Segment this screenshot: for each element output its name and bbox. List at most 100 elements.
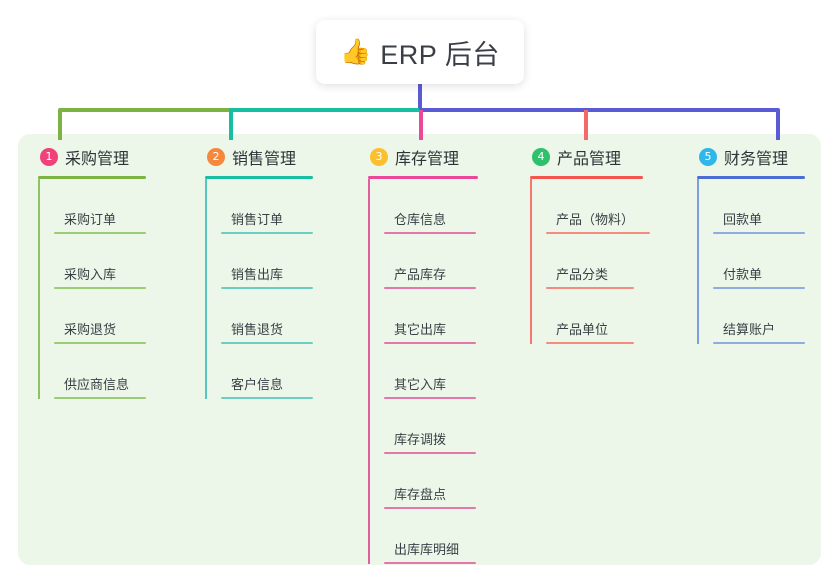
leaf-rule bbox=[221, 397, 313, 399]
branch-header-rule-5 bbox=[697, 176, 805, 179]
leaf-label: 库存盘点 bbox=[394, 487, 447, 502]
leaf-label: 销售退货 bbox=[231, 322, 284, 337]
leaf-label: 采购订单 bbox=[64, 212, 117, 227]
leaf-node[interactable]: 其它出库 bbox=[384, 289, 518, 344]
branch-column-1: 1 采购管理 采购订单 采购入库 采购退货 供应商信息 bbox=[38, 144, 188, 399]
leaf-rule bbox=[54, 397, 146, 399]
branch-number-badge-3: 3 bbox=[370, 148, 388, 166]
branch-number-badge-2: 2 bbox=[207, 148, 225, 166]
leaf-rule bbox=[221, 232, 313, 234]
leaf-label: 库存调拨 bbox=[394, 432, 447, 447]
leaf-node[interactable]: 库存调拨 bbox=[384, 399, 518, 454]
leaf-node[interactable]: 库存盘点 bbox=[384, 454, 518, 509]
branch-title-4: 产品管理 bbox=[557, 151, 622, 168]
branch-tree-4: 产品（物料） 产品分类 产品单位 bbox=[530, 179, 690, 344]
connector-stem-root bbox=[418, 84, 422, 110]
leaf-node[interactable]: 供应商信息 bbox=[54, 344, 188, 399]
leaf-rule bbox=[54, 232, 146, 234]
leaf-label: 出库库明细 bbox=[394, 542, 460, 557]
leaf-node[interactable]: 采购入库 bbox=[54, 234, 188, 289]
leaf-label: 其它出库 bbox=[394, 322, 447, 337]
branch-column-4: 4 产品管理 产品（物料） 产品分类 产品单位 bbox=[530, 144, 690, 344]
leaf-node[interactable]: 产品（物料） bbox=[546, 179, 690, 234]
leaf-node[interactable]: 产品库存 bbox=[384, 234, 518, 289]
leaf-rule bbox=[384, 507, 476, 509]
leaf-rule bbox=[546, 287, 634, 289]
branch-tree-5: 回款单 付款单 结算账户 bbox=[697, 179, 839, 344]
branch-column-3: 3 库存管理 仓库信息 产品库存 其它出库 其它入库 库存调拨 库存盘点 出 bbox=[368, 144, 518, 564]
leaf-rule bbox=[384, 232, 476, 234]
branch-column-2: 2 销售管理 销售订单 销售出库 销售退货 客户信息 bbox=[205, 144, 355, 399]
leaf-node[interactable]: 采购订单 bbox=[54, 179, 188, 234]
leaf-node[interactable]: 采购退货 bbox=[54, 289, 188, 344]
branch-header-5[interactable]: 5 财务管理 bbox=[697, 144, 839, 170]
leaf-rule bbox=[384, 562, 476, 564]
connector-drop-3 bbox=[419, 110, 423, 140]
leaf-node[interactable]: 其它入库 bbox=[384, 344, 518, 399]
connector-bus-segment-blue bbox=[419, 108, 780, 112]
branch-title-5: 财务管理 bbox=[724, 151, 789, 168]
branch-header-2[interactable]: 2 销售管理 bbox=[205, 144, 355, 170]
leaf-label: 采购退货 bbox=[64, 322, 117, 337]
leaf-label: 供应商信息 bbox=[64, 377, 130, 392]
branch-header-3[interactable]: 3 库存管理 bbox=[368, 144, 518, 170]
leaf-rule bbox=[546, 232, 650, 234]
leaf-node[interactable]: 结算账户 bbox=[713, 289, 839, 344]
leaf-label: 结算账户 bbox=[723, 322, 776, 337]
leaf-rule bbox=[384, 342, 476, 344]
branch-title-3: 库存管理 bbox=[395, 151, 460, 168]
leaf-label: 产品（物料） bbox=[556, 212, 635, 227]
leaf-label: 客户信息 bbox=[231, 377, 284, 392]
branch-header-rule-1 bbox=[38, 176, 146, 179]
branch-title-2: 销售管理 bbox=[232, 151, 297, 168]
leaf-label: 销售订单 bbox=[231, 212, 284, 227]
leaf-node[interactable]: 付款单 bbox=[713, 234, 839, 289]
leaf-rule bbox=[221, 342, 313, 344]
root-node-card[interactable]: 👍 ERP 后台 bbox=[316, 20, 524, 84]
branch-header-1[interactable]: 1 采购管理 bbox=[38, 144, 188, 170]
leaf-rule bbox=[713, 232, 805, 234]
leaf-node[interactable]: 仓库信息 bbox=[384, 179, 518, 234]
leaf-label: 销售出库 bbox=[231, 267, 284, 282]
leaf-rule bbox=[384, 397, 476, 399]
branch-number-badge-5: 5 bbox=[699, 148, 717, 166]
leaf-label: 仓库信息 bbox=[394, 212, 447, 227]
leaf-label: 回款单 bbox=[723, 212, 763, 227]
leaf-node[interactable]: 产品单位 bbox=[546, 289, 690, 344]
leaf-label: 产品分类 bbox=[556, 267, 609, 282]
leaf-node[interactable]: 销售出库 bbox=[221, 234, 355, 289]
leaf-node[interactable]: 产品分类 bbox=[546, 234, 690, 289]
leaf-node[interactable]: 客户信息 bbox=[221, 344, 355, 399]
leaf-label: 产品库存 bbox=[394, 267, 447, 282]
leaf-rule bbox=[713, 342, 805, 344]
leaf-label: 采购入库 bbox=[64, 267, 117, 282]
connector-drop-4 bbox=[584, 110, 588, 140]
leaf-rule bbox=[221, 287, 313, 289]
branch-header-rule-4 bbox=[530, 176, 643, 179]
leaf-rule bbox=[384, 452, 476, 454]
leaf-node[interactable]: 销售退货 bbox=[221, 289, 355, 344]
branch-tree-3: 仓库信息 产品库存 其它出库 其它入库 库存调拨 库存盘点 出库库明细 bbox=[368, 179, 518, 564]
branch-header-rule-3 bbox=[368, 176, 478, 179]
leaf-rule bbox=[546, 342, 634, 344]
leaf-rule bbox=[54, 287, 146, 289]
leaf-label: 产品单位 bbox=[556, 322, 609, 337]
leaf-node[interactable]: 回款单 bbox=[713, 179, 839, 234]
leaf-rule bbox=[54, 342, 146, 344]
root-node-title: ERP 后台 bbox=[380, 39, 500, 70]
connector-drop-5 bbox=[776, 110, 780, 140]
connector-drop-1 bbox=[58, 110, 62, 140]
connector-bus-segment-green bbox=[58, 108, 230, 112]
branch-number-badge-4: 4 bbox=[532, 148, 550, 166]
leaf-label: 付款单 bbox=[723, 267, 763, 282]
branch-column-5: 5 财务管理 回款单 付款单 结算账户 bbox=[697, 144, 839, 344]
leaf-node[interactable]: 销售订单 bbox=[221, 179, 355, 234]
connector-bus-segment-teal bbox=[229, 108, 420, 112]
branch-tree-1: 采购订单 采购入库 采购退货 供应商信息 bbox=[38, 179, 188, 399]
connector-drop-2 bbox=[229, 110, 233, 140]
branch-header-4[interactable]: 4 产品管理 bbox=[530, 144, 690, 170]
leaf-label: 其它入库 bbox=[394, 377, 447, 392]
leaf-node[interactable]: 出库库明细 bbox=[384, 509, 518, 564]
leaf-rule bbox=[713, 287, 805, 289]
branch-header-rule-2 bbox=[205, 176, 313, 179]
